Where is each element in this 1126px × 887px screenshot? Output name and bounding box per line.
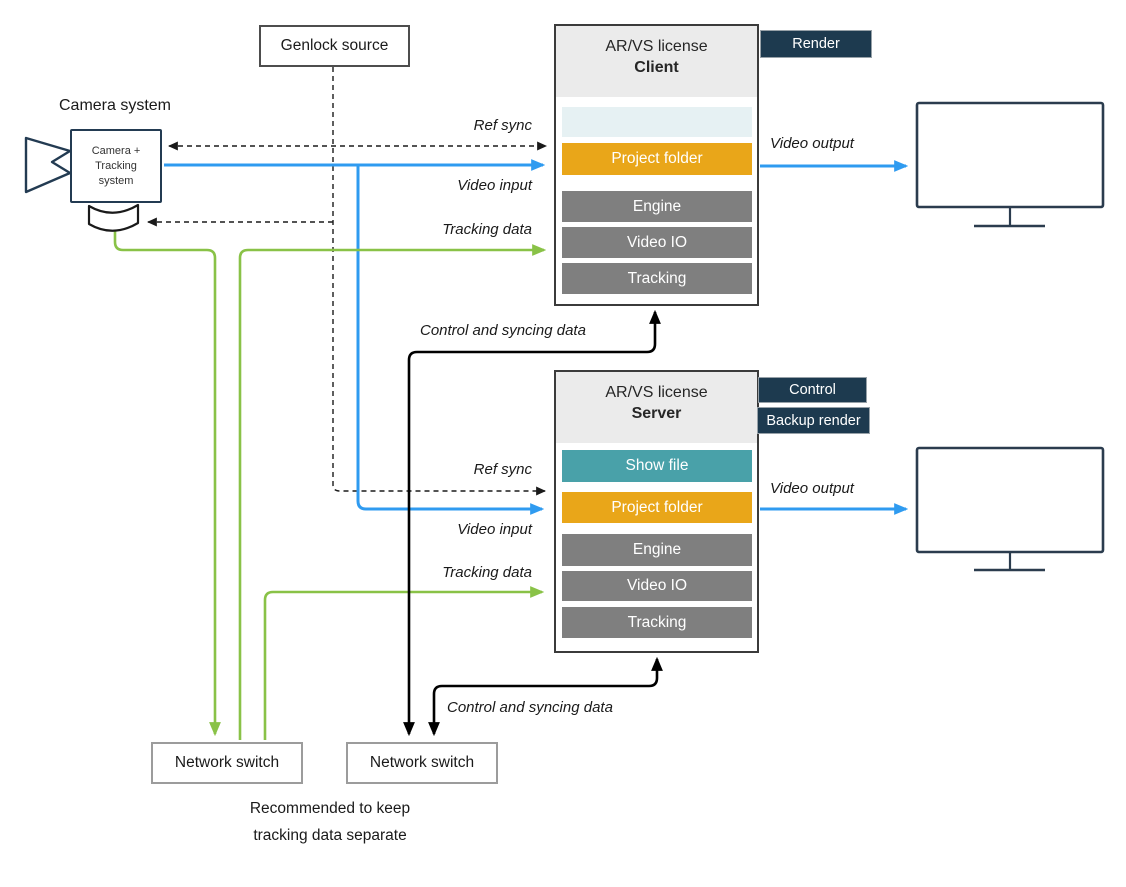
- arvs-server-box: AR/VS license Server Show file Project f…: [554, 370, 759, 653]
- monitor-icon-client: [915, 101, 1105, 228]
- server-video-io-row: Video IO: [562, 571, 752, 601]
- client-project-folder-row: Project folder: [562, 143, 752, 175]
- tracking-switch-to-server-line: [263, 586, 545, 740]
- tracking-data-label-client: Tracking data: [442, 221, 532, 238]
- control-badge: Control: [758, 377, 867, 403]
- camera-system-title: Camera system: [58, 97, 172, 114]
- client-empty-slot-row: [562, 107, 752, 137]
- camera-lens-icon: [24, 136, 72, 194]
- arvs-client-box: AR/VS license Client Project folder Engi…: [554, 24, 759, 306]
- video-input-label-client: Video input: [457, 177, 532, 194]
- tracking-note-line1: Recommended to keep: [249, 800, 411, 817]
- server-project-folder-row: Project folder: [562, 492, 752, 523]
- server-tracking-row: Tracking: [562, 607, 752, 638]
- tracking-sensor-to-switch-line: [113, 230, 221, 737]
- genlock-to-server-ref-sync-line: [332, 67, 547, 496]
- genlock-source-box: Genlock source: [259, 25, 410, 67]
- server-show-file-row: Show file: [562, 450, 752, 482]
- video-output-label-client: Video output: [770, 135, 854, 152]
- client-tracking-row: Tracking: [562, 263, 752, 294]
- server-engine-row: Engine: [562, 534, 752, 566]
- server-license-label: AR/VS license: [605, 384, 708, 401]
- client-license-label: AR/VS license: [605, 38, 708, 55]
- backup-render-badge: Backup render: [757, 407, 870, 434]
- client-role-label: Client: [634, 59, 679, 76]
- control-server-switch-line: [428, 656, 663, 737]
- ref-sync-label-client: Ref sync: [473, 117, 532, 134]
- tracking-data-label-server: Tracking data: [442, 564, 532, 581]
- network-switch-right-box: Network switch: [346, 742, 498, 784]
- render-badge: Render: [760, 30, 872, 58]
- camera-box-line: Camera +: [91, 144, 141, 157]
- client-video-io-row: Video IO: [562, 227, 752, 258]
- control-sync-label-client: Control and syncing data: [420, 322, 586, 339]
- control-client-switch-line: [403, 309, 661, 737]
- genlock-source-label: Genlock source: [280, 37, 389, 54]
- tracking-note: Recommended to keep tracking data separa…: [225, 795, 435, 849]
- video-input-label-server: Video input: [457, 521, 532, 538]
- network-switch-left-box: Network switch: [151, 742, 303, 784]
- tracking-note-line2: tracking data separate: [253, 827, 407, 844]
- video-input-server-line: [356, 166, 545, 515]
- camera-box-line: system: [98, 174, 134, 187]
- client-header: AR/VS license Client: [556, 26, 757, 97]
- client-engine-row: Engine: [562, 191, 752, 222]
- tracking-switch-to-client-line: [238, 244, 547, 740]
- ref-sync-label-server: Ref sync: [473, 461, 532, 478]
- server-header: AR/VS license Server: [556, 372, 757, 443]
- camera-box-line: Tracking: [95, 159, 137, 172]
- server-role-label: Server: [631, 405, 682, 422]
- network-switch-left-label: Network switch: [174, 754, 280, 771]
- control-sync-label-server: Control and syncing data: [447, 699, 613, 716]
- camera-tracking-box: Camera + Tracking system: [70, 129, 162, 203]
- video-output-label-server: Video output: [770, 480, 854, 497]
- monitor-icon-server: [915, 446, 1105, 572]
- tracking-sensor-icon: [87, 203, 140, 232]
- network-switch-right-label: Network switch: [369, 754, 475, 771]
